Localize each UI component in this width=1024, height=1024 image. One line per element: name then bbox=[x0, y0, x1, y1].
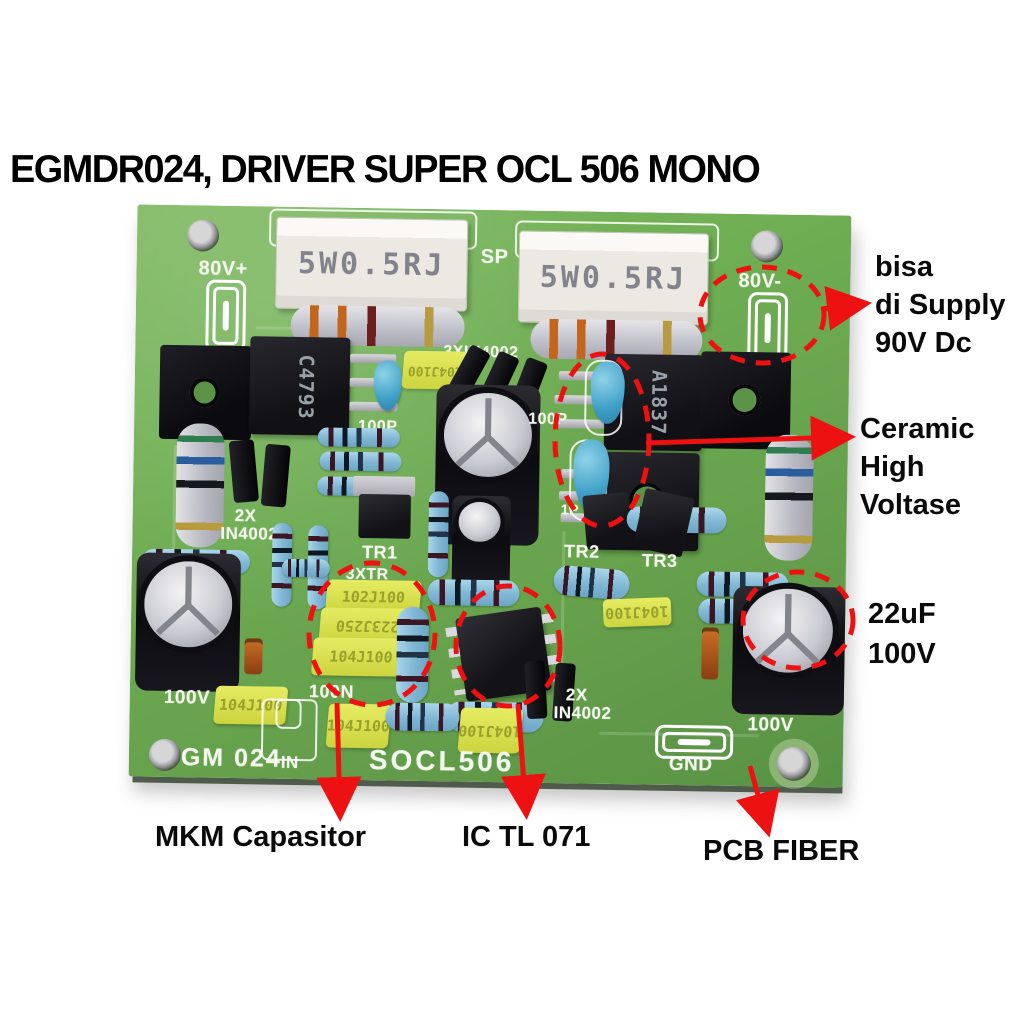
annotation-ceramic: Ceramic High Voltase bbox=[860, 410, 974, 524]
annotation-pcb: PCB FIBER bbox=[703, 835, 860, 867]
transistor-c4793: C4793 bbox=[248, 336, 351, 436]
resistor bbox=[317, 427, 401, 448]
mounting-hole-top-left bbox=[186, 219, 220, 252]
annotation-22uf-line1: 22uF bbox=[868, 598, 936, 630]
annotation-22uf: 22uF 100V bbox=[868, 594, 936, 674]
mounting-hole-bottom-right bbox=[776, 746, 812, 782]
capacitor-top bbox=[454, 497, 505, 547]
annotation-ceramic-line3: Voltase bbox=[860, 489, 962, 521]
electrolytic-cap-22uf bbox=[731, 581, 846, 716]
electrolytic-cap-small bbox=[451, 495, 511, 589]
silk-100v-left: 100V bbox=[163, 686, 211, 709]
supply-positive-pad bbox=[205, 279, 247, 353]
resistor bbox=[427, 491, 450, 578]
annotation-supply-line3: 90V Dc bbox=[875, 327, 972, 359]
annotation-22uf-line2: 100V bbox=[868, 638, 936, 670]
silk-in: IN bbox=[280, 752, 299, 773]
mkm-capacitor-label: 104J100 bbox=[325, 716, 391, 736]
capacitor-vent bbox=[754, 594, 821, 666]
mounting-hole-bottom-left bbox=[148, 738, 182, 772]
silk-in4002-left: IN4002 bbox=[220, 523, 279, 544]
power-resistor-right bbox=[764, 434, 814, 562]
diode-in4002 bbox=[260, 443, 291, 508]
cement-resistor-2-label: 5W0.5RJ bbox=[539, 259, 688, 297]
annotation-ceramic-line2: High bbox=[860, 451, 925, 483]
mkm-capacitor: 104J100 bbox=[325, 703, 392, 749]
resistor bbox=[427, 579, 520, 607]
transistor-tr1 bbox=[358, 493, 412, 539]
cement-resistor-1: 5W0.5RJ bbox=[274, 216, 469, 312]
mkm-capacitor-label: 104J100 bbox=[457, 721, 523, 741]
resistor bbox=[319, 451, 402, 472]
heatsink-right bbox=[699, 351, 792, 450]
capacitor-top bbox=[137, 554, 240, 655]
silk-80v-minus: 80V- bbox=[738, 269, 782, 293]
mkm-capacitor-label: 104J100 bbox=[605, 602, 670, 623]
silk-tr2: TR2 bbox=[563, 541, 600, 562]
silk-gnd: GND bbox=[668, 753, 713, 776]
electrolytic-cap-center bbox=[434, 384, 541, 546]
silk-socl506: SOCL506 bbox=[368, 744, 515, 778]
silk-100n: 100N bbox=[308, 681, 355, 702]
mkm-capacitor: 104J100 bbox=[602, 597, 672, 628]
annotation-mkm: MKM Capasitor bbox=[155, 821, 367, 853]
transistor-c4793-marking: C4793 bbox=[293, 354, 319, 420]
cement-resistor-1-label: 5W0.5RJ bbox=[297, 245, 446, 283]
silk-in4002-right: IN4002 bbox=[553, 703, 612, 723]
electrolytic-cap-left bbox=[134, 552, 242, 693]
silk-gm024: GM 024 bbox=[180, 743, 283, 773]
transistor-a1837-marking: A1837 bbox=[646, 369, 672, 436]
cement-resistor-2: 5W0.5RJ bbox=[517, 230, 710, 326]
mounting-hole-top-right bbox=[750, 230, 784, 263]
capacitor-vent bbox=[455, 398, 520, 468]
annotation-ic: IC TL 071 bbox=[462, 821, 591, 853]
glass-diode bbox=[244, 638, 263, 675]
resistor bbox=[395, 606, 430, 704]
annotation-ceramic-line1: Ceramic bbox=[860, 413, 975, 445]
silk-sp: SP bbox=[480, 245, 509, 269]
annotation-supply: bisa di Supply 90V Dc bbox=[875, 248, 1006, 362]
pcb-board: 80V+ 5W0.5RJ SP 5W0.5RJ 80V- 3XIN4002 C4… bbox=[128, 204, 852, 788]
page-title: EGMDR024, DRIVER SUPER OCL 506 MONO bbox=[10, 148, 761, 191]
diode-in4002 bbox=[524, 660, 548, 720]
silk-1p: 1P bbox=[560, 501, 580, 518]
capacitor-vent bbox=[155, 566, 220, 637]
capacitor-top bbox=[736, 581, 840, 680]
heatsink-hole bbox=[189, 377, 220, 408]
heatsink-hole bbox=[728, 383, 761, 417]
silk-tr1: TR1 bbox=[361, 541, 398, 563]
power-resistor-left bbox=[175, 423, 226, 548]
input-connector-outline bbox=[275, 698, 302, 730]
diode-in4002 bbox=[228, 439, 260, 504]
silk-tr3: TR3 bbox=[641, 550, 678, 571]
silk-100v-right: 100V bbox=[747, 714, 794, 736]
mkm-capacitor-label: 104J100 bbox=[328, 647, 394, 667]
silk-80v-plus: 80V+ bbox=[198, 257, 248, 281]
silk-100p-center: 100P bbox=[528, 410, 568, 429]
mkm-capacitor-label: 223J250 bbox=[335, 616, 401, 636]
capacitor-top bbox=[437, 386, 539, 484]
resistor bbox=[281, 558, 330, 578]
glass-diode bbox=[701, 627, 719, 680]
annotation-supply-line1: bisa bbox=[875, 251, 934, 283]
resistor bbox=[385, 702, 460, 732]
mkm-capacitor-label: 102J100 bbox=[341, 587, 406, 607]
annotation-supply-line2: di Supply bbox=[875, 289, 1006, 321]
ceramic-cap-teardrop bbox=[373, 360, 403, 411]
